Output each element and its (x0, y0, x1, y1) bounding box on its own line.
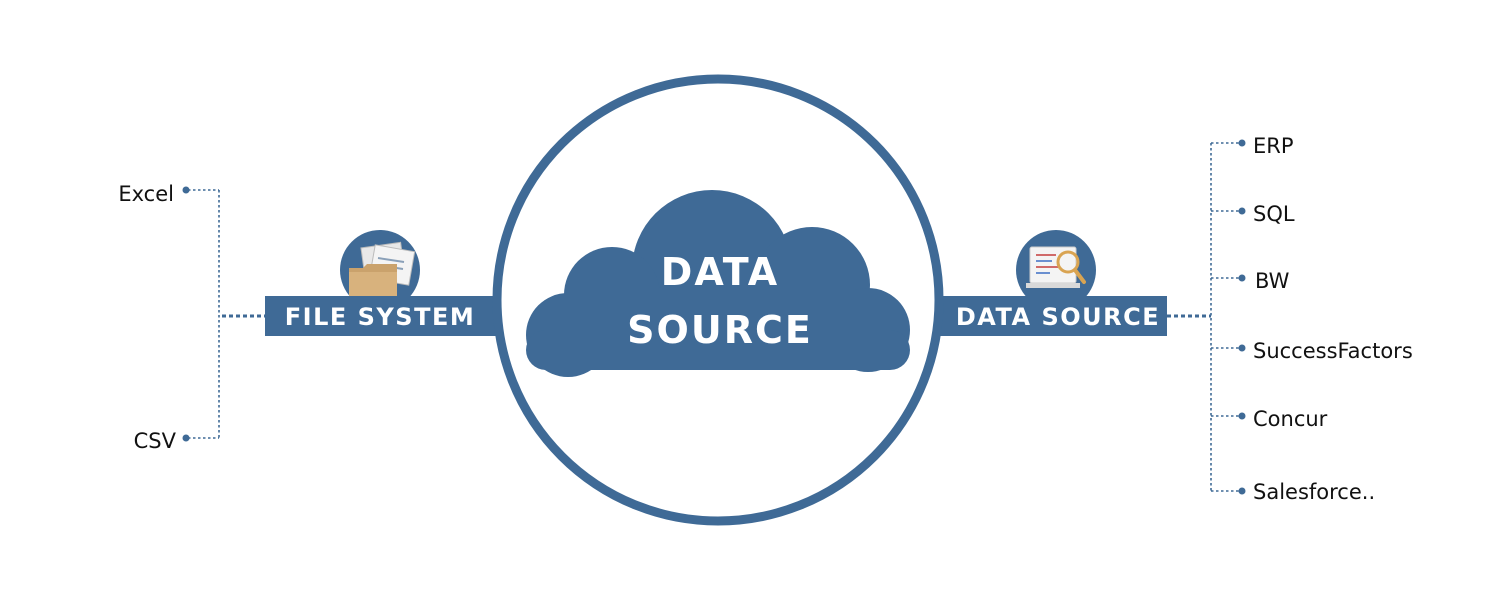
data-source-group: DATA SOURCE (940, 230, 1167, 336)
data-source-banner (940, 296, 1167, 336)
right-item-concur: Concur (1253, 407, 1328, 431)
left-connector (182, 186, 265, 442)
center-hub: DATA SOURCE (492, 74, 944, 526)
right-item-salesforce: Salesforce.. (1253, 480, 1375, 504)
document-magnifier-icon (1016, 230, 1096, 310)
left-item-csv: CSV (134, 429, 177, 453)
file-system-group: FILE SYSTEM (265, 230, 500, 336)
right-item-successfactors: SuccessFactors (1253, 339, 1413, 363)
file-system-banner (265, 296, 500, 336)
folder-documents-icon (340, 230, 420, 310)
center-title-line2: SOURCE (627, 308, 813, 352)
data-source-label: DATA SOURCE (956, 303, 1160, 331)
cloud-icon (526, 190, 910, 377)
center-title-line1: DATA (661, 250, 779, 294)
right-item-sql: SQL (1253, 202, 1295, 226)
right-item-bw: BW (1255, 269, 1290, 293)
right-item-erp: ERP (1253, 134, 1294, 158)
file-system-label: FILE SYSTEM (285, 303, 475, 331)
left-item-excel: Excel (118, 182, 174, 206)
right-connector (1167, 139, 1246, 495)
